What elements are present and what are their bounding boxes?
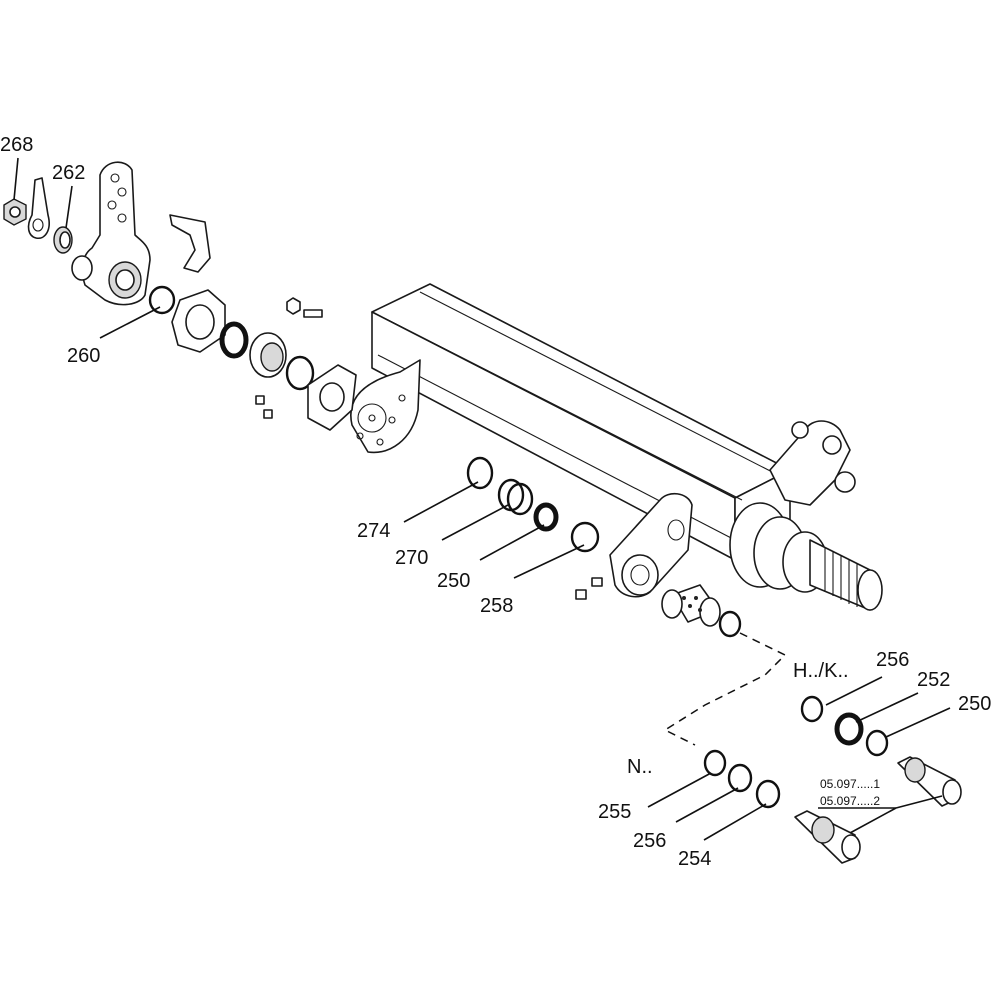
label-252: 252 <box>917 669 950 691</box>
label-270: 270 <box>395 547 428 569</box>
label-250-a: 250 <box>437 570 470 592</box>
ring-252 <box>834 712 864 746</box>
label-254: 254 <box>678 848 711 870</box>
ring-250b <box>865 729 889 757</box>
ring-274 <box>466 456 494 490</box>
ring-260 <box>148 285 176 315</box>
label-255: 255 <box>598 801 631 823</box>
label-250-b: 250 <box>958 693 991 715</box>
pin-05097-1 <box>897 756 962 807</box>
label-258: 258 <box>480 595 513 617</box>
flange-plate <box>171 289 226 353</box>
ring-256b <box>727 763 753 793</box>
bearing-housing <box>249 332 287 378</box>
label-260: 260 <box>67 345 100 367</box>
slack-adjuster <box>71 161 151 306</box>
washer-tab <box>27 177 50 239</box>
label-ref-05097-1: 05.097.....1 <box>820 777 880 791</box>
label-256-a: 256 <box>876 649 909 671</box>
grease-nipple <box>575 577 603 600</box>
seal-262 <box>53 226 73 254</box>
ring-255 <box>703 749 727 777</box>
o-ring <box>718 610 742 638</box>
label-n-variant: N.. <box>627 756 653 778</box>
leader-lines <box>13 157 951 841</box>
ring-pair-270 <box>497 478 534 516</box>
label-274: 274 <box>357 520 390 542</box>
variant-dashed-line <box>663 632 787 746</box>
pin-05097-2 <box>794 810 861 864</box>
axle-beam <box>371 283 791 561</box>
ring-256a <box>800 695 824 723</box>
ring-258 <box>570 521 600 553</box>
cam-lever <box>609 492 693 598</box>
label-262: 262 <box>52 162 85 184</box>
stub-axle <box>729 502 883 611</box>
steering-knuckle-arm <box>769 420 856 506</box>
bushing <box>661 584 721 627</box>
ring-250a <box>533 502 559 532</box>
ring-254 <box>755 779 781 809</box>
mounting-bracket <box>350 359 421 454</box>
bolt-fittings <box>255 297 323 419</box>
spacer-ring <box>285 355 315 391</box>
label-hk-variant: H../K.. <box>793 660 849 682</box>
nut-268 <box>3 198 27 226</box>
label-256-b: 256 <box>633 830 666 852</box>
dust-shield <box>307 364 357 431</box>
label-268: 268 <box>0 134 33 156</box>
seal-ring <box>219 321 249 359</box>
label-ref-05097-2: 05.097.....2 <box>820 794 880 808</box>
bracket-clip <box>169 214 211 273</box>
